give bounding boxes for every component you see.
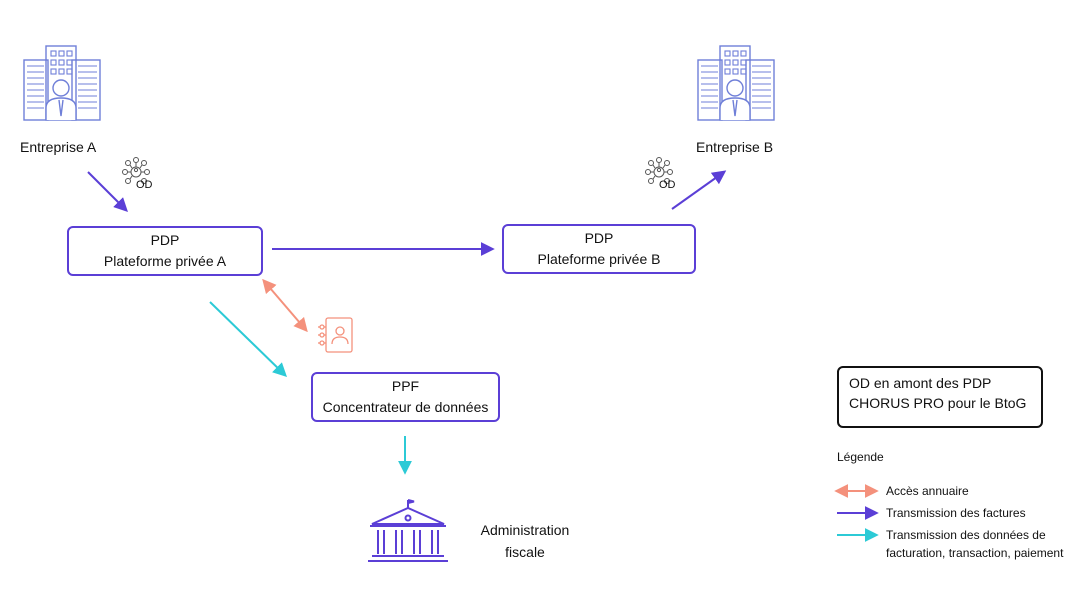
arrow-pdp-b-to-entreprise-b [671,170,727,210]
legend-item-donnees-line2: facturation, transaction, paiement [886,546,1064,560]
directory-book-icon [318,317,353,353]
network-od-icon [645,157,673,184]
od-note-box: OD en amont des PDP CHORUS PRO pour le B… [837,366,1043,428]
legend-title: Légende [837,450,884,464]
pdp-b-title: PDP [584,230,614,246]
office-building-icon [697,45,775,121]
entreprise-a-label: Entreprise A [20,139,97,155]
pdp-b-box: PDP Plateforme privée B [502,224,696,274]
office-building-icon [23,45,101,121]
od-badge-a: OD [136,179,153,191]
ppf-box: PPF Concentrateur de données [311,372,500,422]
administration-line1: Administration [480,522,570,538]
od-badge-b: OD [659,179,676,191]
legend-item-factures: Transmission des factures [886,506,1026,520]
arrow-pdp-a-to-ppf [209,301,288,377]
ppf-subtitle: Concentrateur de données [322,399,489,415]
administration-line2: fiscale [505,544,545,560]
arrow-entreprise-a-to-pdp-a [87,171,128,212]
legend-item-donnees-line1: Transmission des données de [886,528,1046,542]
entreprise-b-label: Entreprise B [696,139,774,155]
administration-label: Administration fiscale [470,519,580,563]
pdp-a-box: PDP Plateforme privée A [67,226,263,276]
ppf-title: PPF [391,378,420,394]
pdp-a-subtitle: Plateforme privée A [103,253,227,269]
network-od-icon [122,157,150,184]
note-line2: CHORUS PRO pour le BtoG [849,395,1027,411]
pdp-a-title: PDP [150,232,180,248]
government-building-icon [368,499,448,562]
note-line1: OD en amont des PDP [849,375,992,391]
legend-item-donnees: Transmission des données de facturation,… [886,526,1063,562]
arrow-annuaire-access [262,278,308,333]
pdp-b-subtitle: Plateforme privée B [537,251,661,267]
legend-item-annuaire: Accès annuaire [886,484,969,498]
